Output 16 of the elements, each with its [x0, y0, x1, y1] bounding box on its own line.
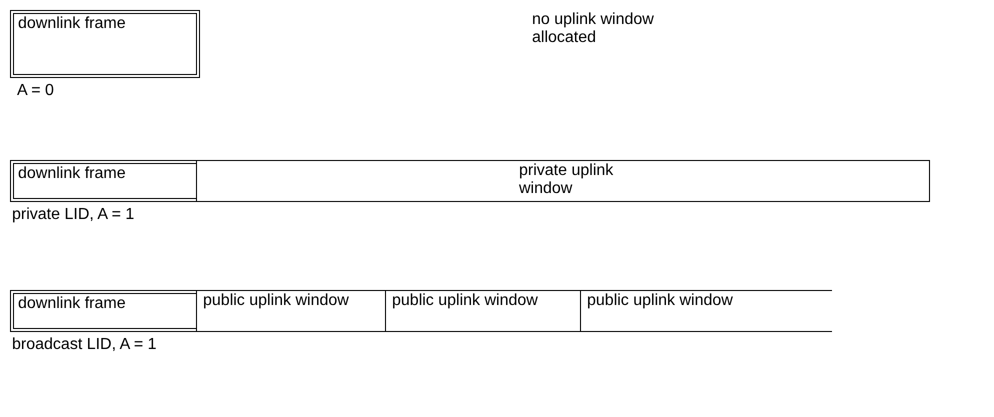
note-text: private LID, A = 1	[12, 206, 136, 224]
box-label: public uplink window	[587, 292, 734, 310]
box-label: public uplink window	[203, 292, 350, 310]
window-box	[385, 290, 581, 332]
box-label: downlink frame	[18, 165, 127, 183]
box-label: public uplink window	[392, 292, 539, 310]
window-box	[196, 290, 386, 332]
box-label: private uplink window	[519, 162, 614, 198]
note-text: A = 0	[17, 82, 55, 100]
note-text: broadcast LID, A = 1	[12, 336, 158, 354]
frame-box	[10, 10, 200, 78]
box-label: downlink frame	[18, 295, 127, 313]
box-label: downlink frame	[18, 15, 127, 33]
window-box	[580, 290, 832, 332]
note-text: no uplink window allocated	[532, 11, 655, 47]
window-box	[196, 160, 930, 202]
